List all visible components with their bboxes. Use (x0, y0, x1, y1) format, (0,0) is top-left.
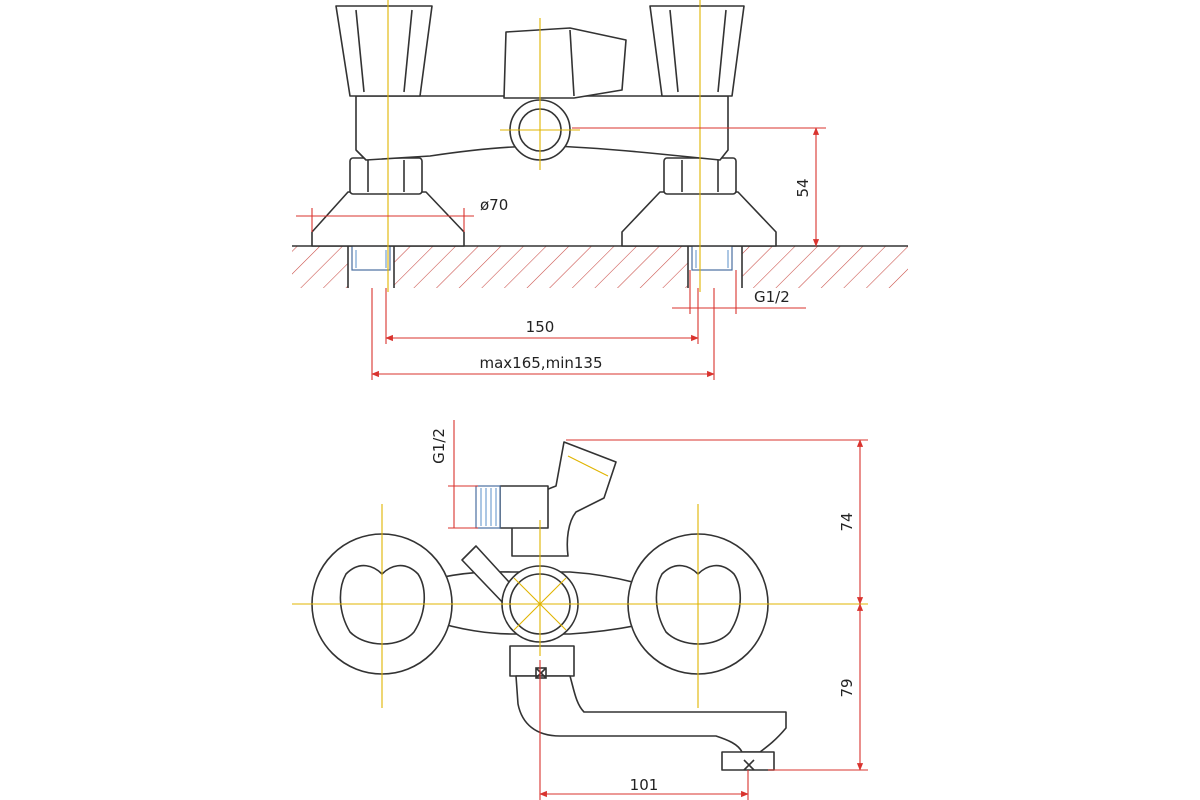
dimension-diameter-70-label: ø70 (480, 196, 508, 214)
plan-centerlines (292, 455, 868, 708)
spout (515, 675, 787, 753)
wall-section-hatch (292, 245, 908, 288)
hex-nut-left (349, 157, 423, 195)
handle-right (649, 5, 745, 97)
dimension-101-label: 101 (630, 776, 659, 794)
dimension-150: 150 (385, 288, 699, 344)
front-elevation: 54 ø70 G1/2 150 max165,min13 (292, 0, 908, 380)
dimension-range-label: max165,min135 (480, 354, 603, 372)
thread-connector (475, 485, 501, 529)
dimension-g12-side: G1/2 (430, 420, 478, 529)
dimension-54-label: 54 (794, 178, 812, 197)
lever-housing (503, 27, 627, 99)
shower-arm (499, 485, 549, 529)
spout-aerator (721, 751, 775, 771)
inlet-stub-right (691, 245, 733, 271)
dimension-54: 54 (572, 127, 826, 247)
flange-right (621, 191, 777, 247)
dimension-g12-top-label: G1/2 (754, 288, 790, 306)
dimension-diameter-70: ø70 (296, 196, 508, 232)
dimension-79-label: 79 (838, 678, 856, 697)
dimension-range: max165,min135 (371, 288, 715, 380)
front-centerlines (387, 0, 701, 292)
handle-left (335, 5, 433, 97)
dimension-74: 74 (566, 439, 868, 605)
dimension-79: 79 (768, 603, 868, 771)
dimension-74-label: 74 (838, 512, 856, 531)
inlet-stub-left (351, 245, 391, 271)
dimension-g12-side-label: G1/2 (430, 428, 448, 464)
dimension-150-label: 150 (526, 318, 555, 336)
plan-view: G1/2 74 79 101 (292, 420, 868, 800)
dimension-101: 101 (539, 660, 749, 800)
spout-base (509, 645, 575, 677)
dimension-g12-top: G1/2 (672, 270, 806, 314)
